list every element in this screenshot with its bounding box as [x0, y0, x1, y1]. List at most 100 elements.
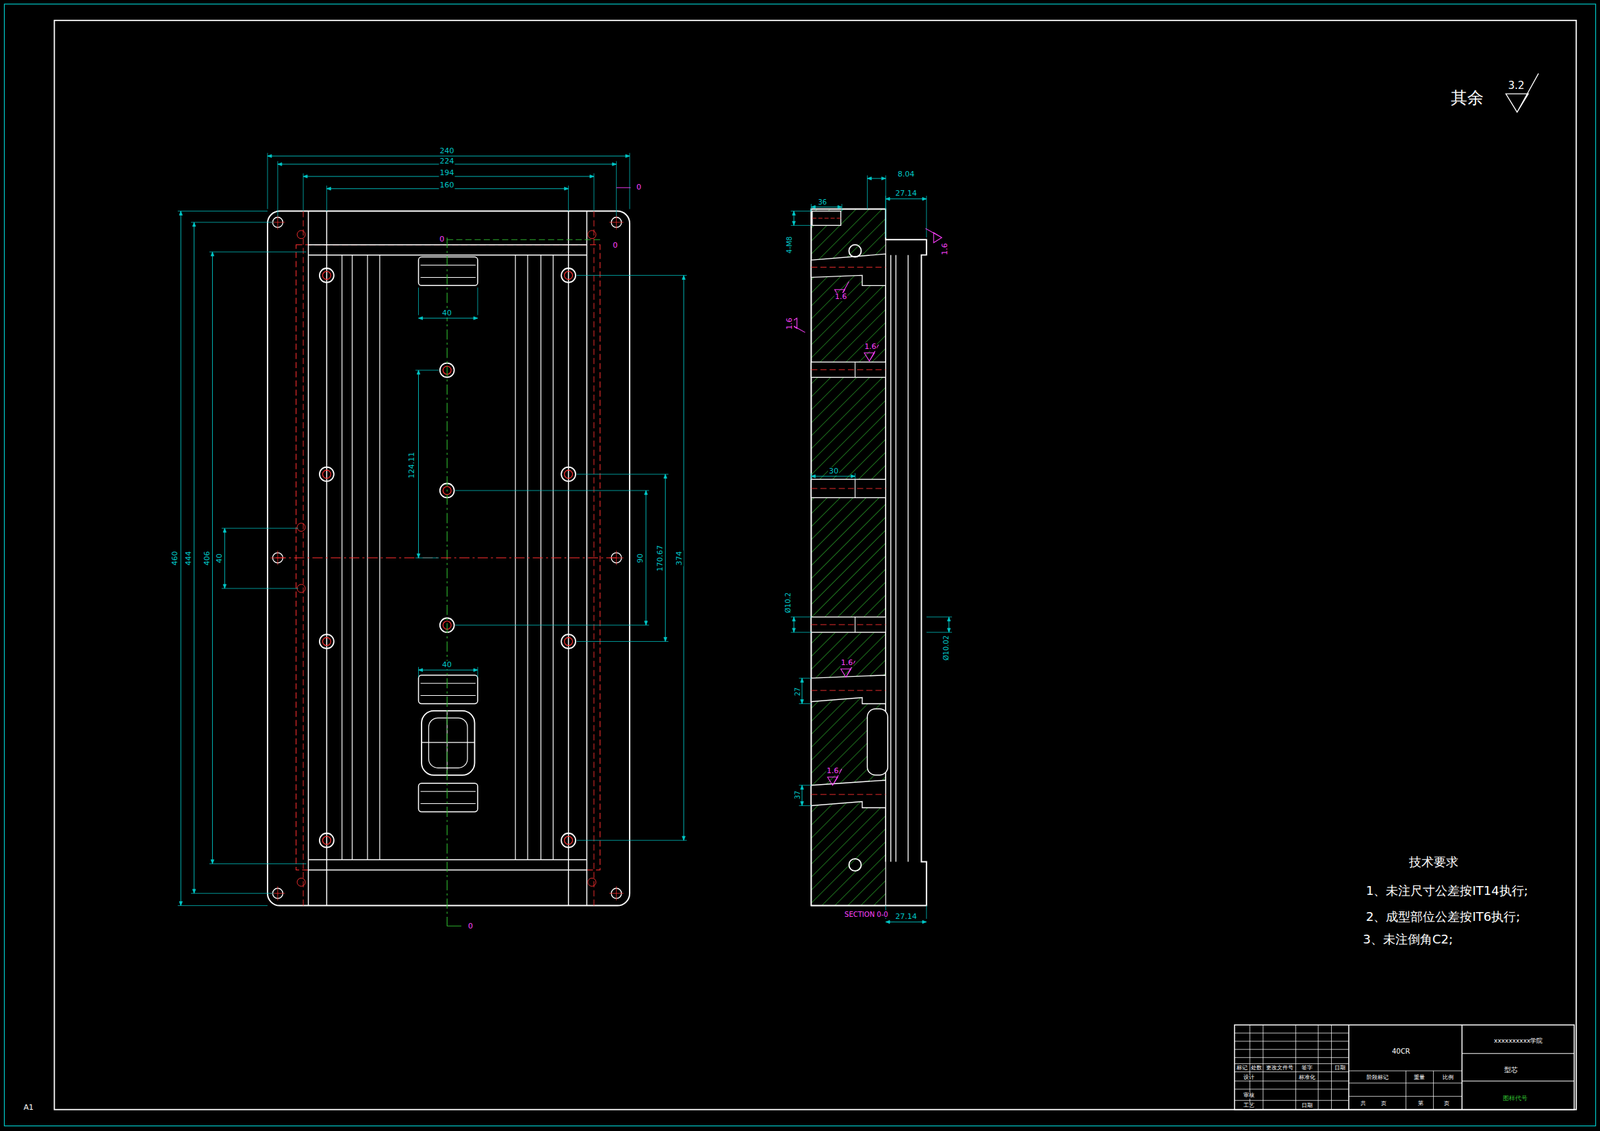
- title-block-cell: 设计: [1242, 1074, 1256, 1081]
- extension-line: [593, 173, 595, 211]
- dimension-text: 444: [184, 550, 193, 566]
- title-block-cell: 更改文件号: [1265, 1065, 1295, 1072]
- title-grid: [1348, 1096, 1462, 1098]
- extension-line: [277, 161, 278, 217]
- dimension-text: 40: [441, 661, 453, 670]
- extension-line: [476, 667, 478, 678]
- plate-edge: [307, 211, 309, 907]
- plate-outline: [267, 211, 630, 907]
- dimension-line: [267, 156, 630, 157]
- cooling-channel: [810, 479, 886, 499]
- slot-edge: [420, 277, 476, 278]
- dimension-line: [212, 251, 213, 864]
- title-block-cell: 共: [1359, 1101, 1367, 1108]
- dimension-text: Ø10.02: [942, 635, 950, 662]
- channel-axis: [810, 624, 886, 625]
- extension-line: [799, 703, 812, 705]
- dimension-line: [665, 474, 666, 642]
- taper-bore: [810, 780, 886, 808]
- center-mark: [277, 215, 278, 230]
- dimension-text: 0: [467, 922, 474, 931]
- dimension-text: 194: [439, 169, 456, 178]
- dimension-line: [810, 476, 855, 477]
- dimension-text: 1.6: [834, 292, 848, 302]
- section-mark: [446, 925, 462, 927]
- hatched-section: [810, 209, 886, 907]
- dimension-line: [193, 222, 195, 894]
- slot-edge: [420, 803, 476, 805]
- core-pocket: [421, 711, 475, 776]
- dimension-text: 124.11: [407, 451, 417, 480]
- plate-edge: [568, 211, 569, 907]
- title-block-text: xxxxxxxxxx学院: [1493, 1038, 1544, 1045]
- dowel-hole: [297, 878, 306, 887]
- bore-axis: [810, 690, 886, 692]
- title-block-cell: 标准化: [1298, 1074, 1316, 1081]
- dimension-line: [885, 198, 927, 200]
- section-edge: [890, 255, 892, 863]
- section-edge: [895, 255, 896, 863]
- dim-arrow: [179, 211, 183, 907]
- extension-line: [303, 173, 304, 211]
- extension-line: [799, 678, 812, 679]
- title-block-cell: 日期: [1300, 1103, 1314, 1110]
- pocket-line: [421, 742, 475, 744]
- title-grid: [1295, 1025, 1297, 1111]
- extension-line: [476, 287, 478, 315]
- extension-line: [926, 616, 952, 618]
- dim-arrow: [416, 370, 420, 558]
- title-block-cell: 标记: [1235, 1065, 1249, 1072]
- extension-line: [418, 287, 419, 315]
- screw-hole-inner: [564, 637, 573, 647]
- extension-line: [629, 153, 631, 210]
- dowel-hole: [297, 523, 306, 532]
- channel-step: [854, 617, 856, 633]
- section-outline: [810, 209, 926, 907]
- title-grid: [1331, 1025, 1332, 1111]
- screw-hole: [561, 268, 576, 283]
- extension-line: [177, 905, 268, 907]
- dimension-line: [645, 490, 647, 626]
- extension-line: [810, 203, 812, 211]
- slot-edge: [420, 695, 476, 696]
- screw-hole: [561, 634, 576, 649]
- dowel-hole: [297, 230, 306, 239]
- title-grid: [1433, 1071, 1434, 1111]
- title-block-cell: 页: [1443, 1101, 1451, 1108]
- dimension-text: 27.14: [894, 912, 918, 922]
- dimension-text: 1.6: [863, 342, 878, 352]
- taper-bore: [810, 675, 886, 705]
- dowel-hole: [587, 230, 597, 239]
- title-grid: [1348, 1025, 1349, 1111]
- taper-bore: [810, 253, 886, 286]
- center-mark: [615, 886, 617, 901]
- dimension-text: 170.67: [656, 544, 665, 573]
- extension-line: [209, 863, 307, 865]
- dimension-line: [418, 669, 478, 671]
- dimension-text: 30: [828, 467, 840, 476]
- screw-hole-inner: [564, 836, 573, 845]
- dimension-text: 0: [635, 183, 642, 192]
- extension-line: [190, 893, 274, 894]
- pocket-section: [867, 708, 888, 776]
- rib-line: [341, 255, 343, 861]
- dimension-text: 4-M8: [784, 235, 793, 254]
- screw-hole-inner: [322, 637, 331, 647]
- title-grid: [1348, 1071, 1462, 1072]
- extension-line: [867, 175, 868, 209]
- hidden-line: [303, 211, 304, 907]
- title-block-text: 40CR: [1391, 1047, 1412, 1055]
- roughness-note: 3.2: [1507, 80, 1526, 92]
- extension-line: [418, 667, 419, 678]
- title-grid: [1461, 1025, 1463, 1111]
- section-line: [446, 239, 601, 241]
- thread-axis: [812, 217, 842, 219]
- slot-edge: [420, 264, 476, 266]
- dimension-text: Ø10.2: [784, 591, 792, 614]
- dimension-text: 27: [793, 687, 801, 698]
- title-block-cell: 处数: [1250, 1065, 1263, 1072]
- dimension-text: 406: [203, 550, 212, 566]
- dimension-text: 0: [612, 241, 619, 250]
- title-grid: [1318, 1025, 1319, 1111]
- dimension-line: [810, 206, 842, 208]
